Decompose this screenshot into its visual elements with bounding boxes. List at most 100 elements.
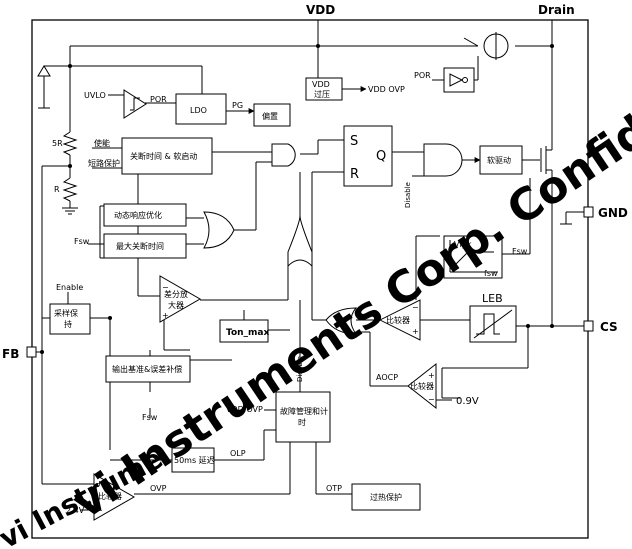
ovp-comparator-label: 比较器: [98, 491, 122, 501]
diff-minus: −: [162, 283, 169, 292]
ton-max-block: [219, 319, 269, 343]
fsw1-label: Fsw: [74, 237, 90, 246]
gnd-pin: [583, 206, 594, 218]
hysteresis-icon: [130, 97, 140, 111]
diff-plus: +: [162, 311, 169, 320]
fsw2-label: Fsw: [512, 247, 528, 256]
diff-amp: [159, 275, 202, 323]
cs-comp-minus: −: [412, 303, 419, 312]
out-base-block: [105, 355, 191, 383]
vdd-ovp-box-line1: VDD: [312, 80, 330, 89]
aocp-minus: −: [428, 395, 435, 404]
max-off-block: [103, 233, 187, 259]
vdd-ovp-label: VDD OVP: [368, 85, 405, 94]
sample-hold-block: [49, 303, 91, 335]
ton-max-label: Ton_max: [226, 328, 269, 338]
sr-latch: [343, 125, 393, 187]
r1-label: R: [54, 185, 60, 194]
pin-gnd-label: GND: [598, 206, 628, 220]
enable-label: Enable: [56, 283, 83, 292]
bias-label: 偏置: [262, 111, 278, 121]
por-label: POR: [150, 95, 167, 104]
pin-vdd-label: VDD: [306, 3, 335, 17]
uvlo-label: UVLO: [84, 91, 106, 100]
aocp-label: AOCP: [376, 373, 398, 382]
vlpk-curve: [451, 251, 494, 269]
fb-pin: [26, 346, 37, 358]
soft-drive-label: 软驱动: [487, 155, 511, 165]
shutdown-softstart-block: [121, 137, 213, 175]
chip-outline: [31, 19, 589, 539]
aocp-plus: +: [428, 371, 435, 380]
cs-pin: [583, 320, 594, 332]
fault-mgmt-line2: 时: [298, 417, 306, 427]
por-inverter-block: [443, 67, 475, 93]
pin-fb-label: FB: [2, 347, 19, 361]
delay-50ms-block: [171, 447, 215, 473]
v24-label: 2.4V: [66, 506, 85, 515]
delay-50ms-label: 50ms 延迟: [174, 455, 215, 465]
ovp-comparator: [93, 473, 136, 521]
ldo-block: [175, 93, 227, 125]
leb-pulse: [476, 313, 500, 335]
leb-label: LEB: [482, 292, 503, 305]
disable2-label: Disable: [296, 356, 304, 382]
vlpk-axes: [449, 240, 498, 273]
sr-r-label: R: [350, 167, 359, 182]
diff-amp-line2: 大器: [168, 300, 184, 310]
inverter-triangle: [449, 73, 464, 87]
aocp-comparator-label: 比较器: [410, 381, 434, 391]
aocp-comparator: [407, 362, 437, 410]
olp-label: OLP: [230, 449, 246, 458]
por2-label: POR: [414, 71, 431, 80]
r5-label: 5R: [52, 139, 63, 148]
sample-hold-line1: 采样保: [54, 308, 78, 318]
enable-cn-label: 使能: [94, 138, 110, 148]
cs-comparator-label: 比较器: [386, 315, 410, 325]
ovp-plus: +: [96, 479, 103, 488]
sr-q-label: Q: [376, 149, 386, 164]
vlpk-block: [443, 235, 503, 279]
short-protect-label: 短路保护: [88, 158, 120, 168]
vdd-ovp-box: [305, 77, 343, 101]
bias-block: [253, 103, 291, 127]
ovp-label: OVP: [150, 484, 167, 493]
watermark-bottom-text: vi Instrume: [0, 442, 168, 549]
otp-box-label: 过热保护: [370, 492, 402, 502]
pg-label: PG: [232, 101, 243, 110]
zener-diode: [37, 65, 51, 77]
out-base-label: 输出基准&误差补偿: [112, 364, 182, 374]
diff-amp-line1: 差分放: [164, 289, 188, 299]
otp-label: OTP: [326, 484, 342, 493]
or-gate-reset: [287, 215, 313, 268]
sr-s-label: S: [350, 134, 358, 149]
ovp-minus: −: [96, 506, 103, 515]
sample-hold-line2: 持: [64, 319, 72, 329]
dyn-opt-block: [103, 203, 187, 227]
pin-drain-label: Drain: [538, 3, 575, 17]
leb-block: [469, 305, 517, 343]
and-gate-output: [423, 143, 463, 177]
max-off-label: 最大关断时间: [116, 241, 164, 251]
vdd-ovp2-label: VDD OVP: [226, 405, 263, 414]
vdd-ovp-box-line2: 过压: [314, 89, 330, 99]
cs-comp-plus: +: [412, 327, 419, 336]
fsw3-label: Fsw: [142, 413, 158, 422]
uvlo-comparator: [123, 89, 147, 119]
v09-label: 0.9V: [456, 396, 479, 407]
pin-cs-label: CS: [600, 320, 618, 334]
vlpk-graph-fsw: fsw: [484, 269, 498, 278]
dyn-opt-label: 动态响应优化: [114, 210, 162, 220]
ldo-label: LDO: [190, 106, 207, 115]
otp-block: [351, 483, 421, 511]
fault-mgmt-line1: 故障管理和计: [280, 406, 328, 416]
cs-comparator: [378, 299, 421, 341]
shutdown-softstart-label: 关断时间 & 软启动: [130, 151, 197, 161]
fault-mgmt-block: [275, 391, 331, 443]
and-gate-input: [271, 143, 296, 167]
or-gate-cs: [325, 307, 358, 335]
vlpk-label: Vlpk: [454, 240, 472, 249]
soft-drive-block: [479, 145, 523, 175]
or-gate-freq: [203, 211, 235, 249]
